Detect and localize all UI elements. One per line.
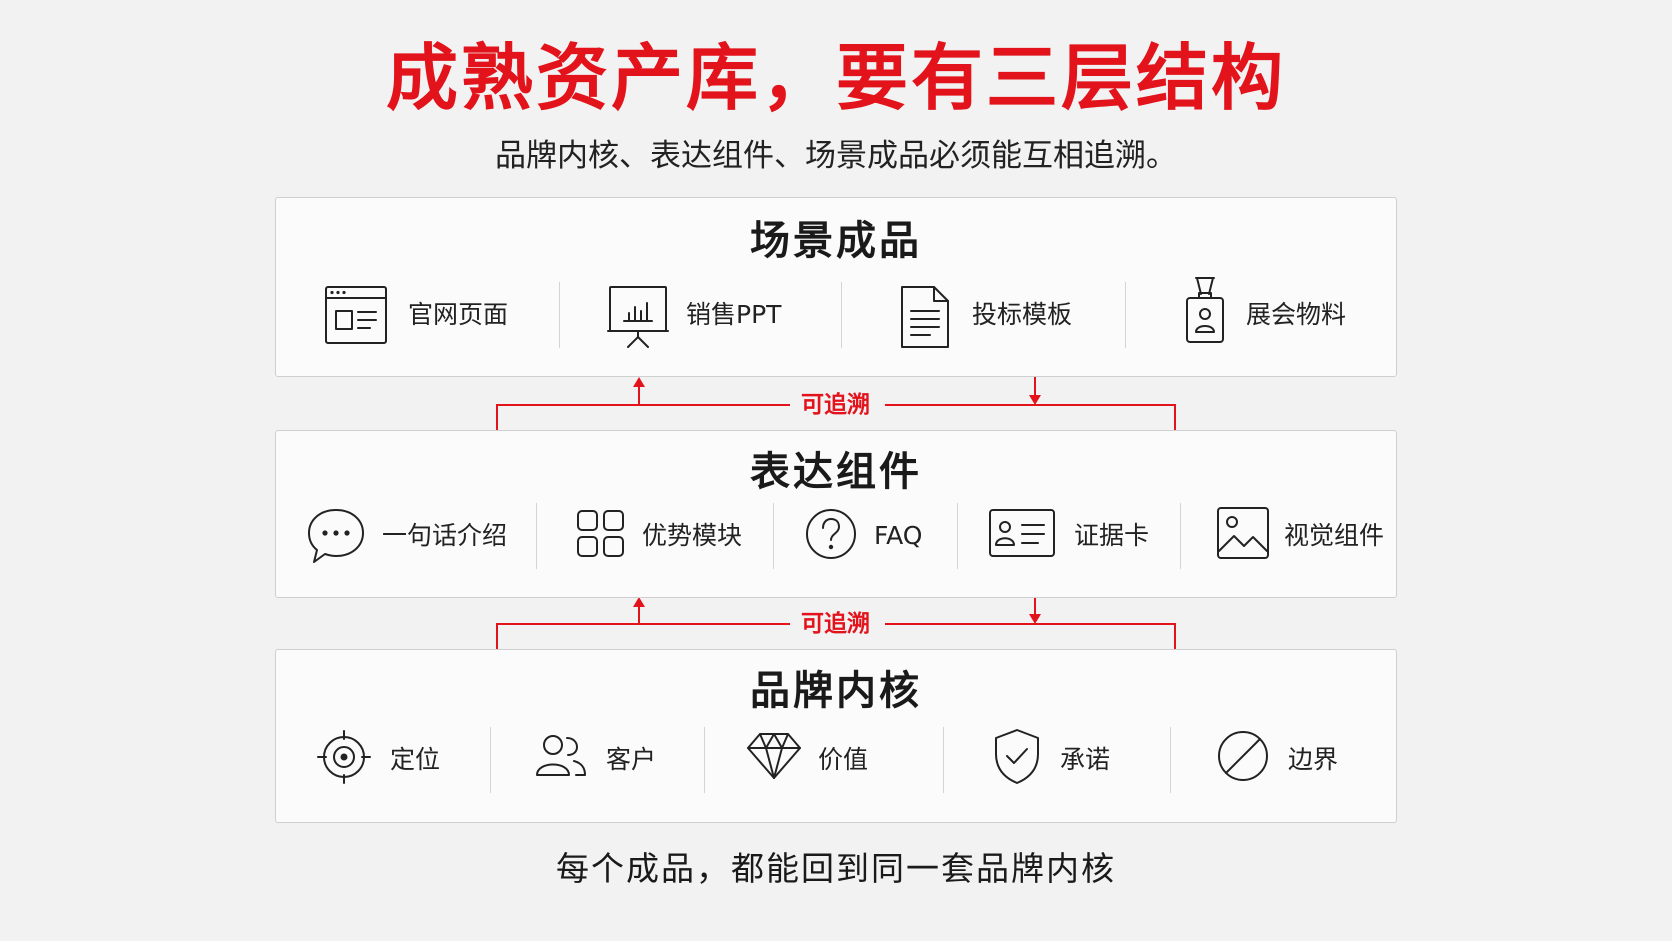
browser-window-icon [325, 286, 387, 344]
arrow-down-icon [1029, 395, 1041, 405]
layer-title: 品牌内核 [750, 668, 922, 714]
id-badge-icon [1186, 277, 1224, 343]
item-label: 展会物料 [1246, 300, 1347, 329]
target-icon [317, 730, 371, 784]
divider [1125, 282, 1126, 348]
divider [841, 282, 842, 348]
item-label: 定位 [390, 745, 441, 774]
divider [704, 727, 705, 793]
layer-items: 定位 客户 价值 [276, 725, 1396, 795]
image-icon [1217, 507, 1269, 559]
divider [536, 503, 537, 569]
item-label: 证据卡 [1074, 521, 1150, 550]
layer-scene-products: 场景成品 官网页面 [275, 197, 1397, 377]
item-label: 优势模块 [642, 521, 743, 550]
traceable-label-upper: 可追溯 [791, 390, 880, 420]
item-label: 官网页面 [408, 300, 509, 329]
item-label: 一句话介绍 [382, 521, 508, 550]
item-label: 投标模板 [972, 300, 1073, 329]
presentation-board-icon [607, 286, 669, 348]
traceable-label-lower: 可追溯 [791, 609, 880, 639]
document-icon [901, 286, 949, 348]
users-icon [536, 735, 586, 776]
item-label: FAQ [874, 521, 923, 550]
shield-check-icon [995, 729, 1039, 784]
connector-line-left-upper [496, 404, 790, 430]
profile-card-icon [989, 509, 1055, 557]
layer-title: 场景成品 [750, 218, 922, 264]
arrow-up-icon [633, 597, 645, 607]
divider [773, 503, 774, 569]
item-label: 视觉组件 [1284, 521, 1385, 550]
divider [1170, 727, 1171, 793]
footer-caption: 每个成品，都能回到同一套品牌内核 [556, 849, 1116, 888]
divider [490, 727, 491, 793]
speech-bubble-icon [308, 509, 364, 563]
arrow-down-icon [1029, 614, 1041, 624]
layer-expression-components: 表达组件 一句话介绍 优势模块 [275, 430, 1397, 598]
prohibited-circle-icon [1218, 731, 1268, 781]
diamond-icon [747, 733, 801, 779]
item-label: 价值 [818, 745, 869, 774]
divider [943, 727, 944, 793]
connector-line-right-upper [885, 404, 1176, 430]
item-label: 销售PPT [686, 300, 782, 329]
connector-line-left-lower [496, 623, 790, 649]
layer-items: 官网页面 销售PPT [276, 277, 1396, 350]
divider [957, 503, 958, 569]
divider [559, 282, 560, 348]
arrow-up-icon [633, 377, 645, 387]
layer-title: 表达组件 [750, 449, 922, 495]
connector-line-right-lower [885, 623, 1176, 649]
item-label: 边界 [1288, 745, 1339, 774]
item-label: 承诺 [1060, 745, 1111, 774]
divider [1180, 503, 1181, 569]
layer-items: 一句话介绍 优势模块 FAQ [276, 501, 1396, 571]
grid-modules-icon [577, 510, 624, 557]
item-label: 客户 [606, 745, 657, 774]
question-circle-icon [806, 509, 856, 559]
page-title: 成熟资产库，要有三层结构 [385, 36, 1286, 120]
layer-brand-core: 品牌内核 定位 客户 [275, 649, 1397, 823]
page-subtitle: 品牌内核、表达组件、场景成品必须能互相追溯。 [495, 138, 1177, 174]
